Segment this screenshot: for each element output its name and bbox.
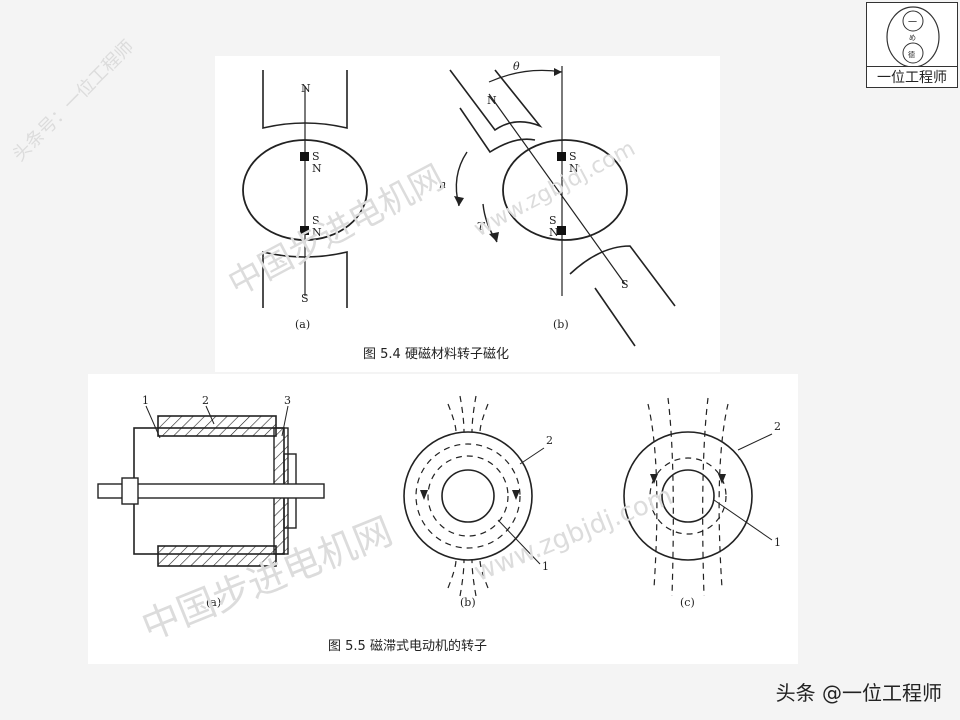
a-n2: N bbox=[312, 226, 322, 239]
label-5-4-b: (b) bbox=[553, 318, 569, 331]
c-num2: 2 bbox=[774, 420, 781, 433]
a-num2: 2 bbox=[202, 394, 209, 407]
figure-5-5-caption: 图 5.5 磁滞式电动机的转子 bbox=[328, 638, 487, 654]
label-5-5-b: (b) bbox=[460, 596, 476, 609]
a-south-bottom: S bbox=[301, 292, 309, 305]
figure-5-5: 1 2 3 (a) 2 1 (b) 2 1 (c) 图 5.5 磁滞式电动机的转 bbox=[88, 374, 798, 664]
logo-glyph-top: 一 bbox=[908, 18, 917, 28]
logo-caption: 一位工程师 bbox=[866, 66, 958, 88]
label-5-5-c: (c) bbox=[680, 596, 695, 609]
figure-5-4-caption: 图 5.4 硬磁材料转子磁化 bbox=[363, 347, 509, 362]
figure-5-4-drawing: N S N S N S (a) θ N S N S N S n T bbox=[242, 60, 676, 362]
figure-5-4: N S N S N S (a) θ N S N S N S n T bbox=[215, 56, 720, 372]
logo-glyph-mid: め bbox=[909, 34, 916, 42]
b-num1: 1 bbox=[542, 560, 549, 573]
c-num1: 1 bbox=[774, 536, 781, 549]
b-n2: N bbox=[549, 226, 559, 239]
watermark-toutiao: 头条号：一位工程师 bbox=[8, 36, 139, 166]
b-north: N bbox=[487, 94, 497, 107]
b-num2: 2 bbox=[546, 434, 553, 447]
theta-label: θ bbox=[513, 60, 520, 73]
b-south: S bbox=[621, 278, 629, 291]
t-label: T bbox=[477, 220, 486, 233]
a-s1: S bbox=[312, 150, 320, 163]
logo-emblem: 一 め 德 bbox=[886, 6, 940, 68]
b-s1: S bbox=[569, 150, 577, 163]
a-num1: 1 bbox=[142, 394, 149, 407]
logo-glyph-bottom: 德 bbox=[908, 50, 915, 59]
a-s2: S bbox=[312, 214, 320, 227]
a-north-top: N bbox=[301, 82, 311, 95]
figure-5-5-drawing: 1 2 3 (a) 2 1 (b) 2 1 (c) 图 5.5 磁滞式电动机的转 bbox=[97, 394, 781, 654]
a-n1: N bbox=[312, 162, 322, 175]
a-num3: 3 bbox=[284, 394, 291, 407]
b-s2: S bbox=[549, 214, 557, 227]
label-5-5-a: (a) bbox=[206, 596, 221, 609]
b-n1: N bbox=[569, 162, 579, 175]
label-5-4-a: (a) bbox=[295, 318, 310, 331]
n-label: n bbox=[439, 178, 446, 191]
footer-credit: 头条 @一位工程师 bbox=[775, 681, 942, 705]
